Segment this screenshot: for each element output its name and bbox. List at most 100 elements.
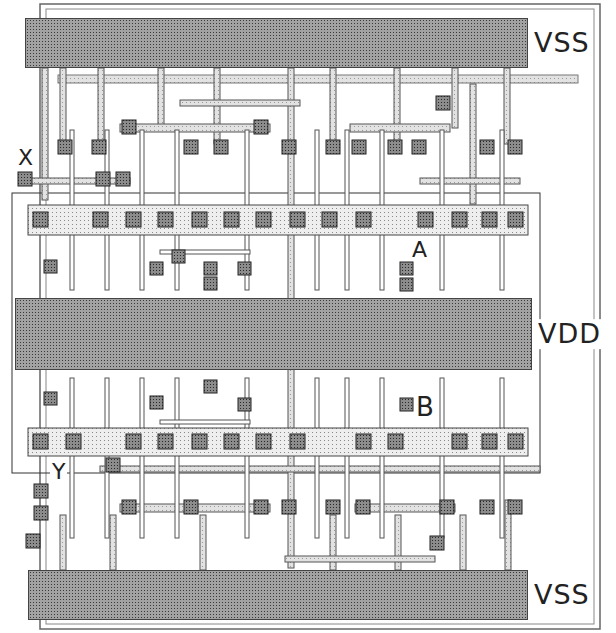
- contact: [400, 262, 413, 275]
- contact: [452, 434, 467, 449]
- contact: [66, 434, 81, 449]
- rail-name: VSS: [532, 28, 592, 58]
- metal-strap: [110, 515, 116, 570]
- metal-strap: [98, 68, 104, 144]
- contact: [356, 212, 371, 227]
- contact: [452, 212, 467, 227]
- contact: [224, 212, 239, 227]
- power-rail: VSS: [25, 18, 528, 68]
- contact: [480, 140, 494, 154]
- metal-strap: [504, 68, 510, 144]
- contact: [58, 140, 72, 154]
- metal-wire: [58, 75, 578, 83]
- contact: [44, 260, 57, 273]
- contact: [204, 262, 217, 275]
- contact: [508, 434, 523, 449]
- contact: [508, 212, 523, 227]
- poly-line: [140, 378, 144, 538]
- well-outline: [12, 193, 540, 473]
- contact: [18, 172, 32, 186]
- contact: [482, 434, 497, 449]
- contact: [254, 120, 268, 134]
- contact: [126, 212, 141, 227]
- metal-strap: [330, 68, 336, 144]
- contact: [508, 500, 522, 514]
- contact: [430, 536, 444, 550]
- contact: [122, 500, 136, 514]
- signal-name: Y: [50, 460, 67, 483]
- contact: [282, 500, 296, 514]
- metal-strap: [60, 68, 66, 144]
- contact: [106, 458, 120, 472]
- contact: [33, 212, 48, 227]
- contact: [412, 140, 426, 154]
- signal-name: A: [410, 238, 429, 261]
- contact: [34, 506, 48, 520]
- metal-wire: [180, 100, 300, 106]
- contact: [290, 434, 305, 449]
- contact: [96, 172, 110, 186]
- contact: [282, 140, 296, 154]
- contact: [192, 434, 207, 449]
- contact: [352, 140, 366, 154]
- poly-line: [500, 378, 504, 538]
- metal-strap: [460, 515, 466, 570]
- rail-name: VSS: [532, 580, 592, 610]
- frame-lines: [12, 4, 600, 629]
- contact: [158, 434, 173, 449]
- contact: [508, 140, 522, 154]
- metal-strap: [200, 515, 206, 570]
- poly-line: [160, 420, 250, 424]
- contact: [480, 500, 494, 514]
- contact: [290, 212, 305, 227]
- contact: [388, 140, 402, 154]
- contact: [214, 140, 228, 154]
- contact: [184, 140, 198, 154]
- poly-line: [345, 378, 349, 538]
- contact: [116, 172, 130, 186]
- poly-line: [70, 378, 74, 538]
- contact: [184, 500, 198, 514]
- contact: [256, 212, 271, 227]
- contact: [93, 212, 108, 227]
- contact: [418, 212, 433, 227]
- contact: [33, 434, 48, 449]
- contact: [122, 120, 136, 134]
- contact: [204, 380, 217, 393]
- diffusion-row: [28, 428, 528, 456]
- diffusion-row: [28, 205, 528, 235]
- contact: [158, 212, 173, 227]
- contact: [322, 212, 337, 227]
- contact: [254, 500, 268, 514]
- metal-strap: [394, 68, 400, 144]
- contact: [238, 398, 251, 411]
- contact: [482, 212, 497, 227]
- contact: [388, 434, 403, 449]
- contact: [92, 140, 106, 154]
- rail-name: VDD: [536, 319, 603, 349]
- contact: [400, 278, 413, 291]
- contact: [356, 500, 370, 514]
- contact: [172, 250, 185, 263]
- signal-name: X: [16, 146, 35, 169]
- power-rail: VSS: [28, 570, 528, 620]
- contact: [34, 484, 48, 498]
- metal-wire: [350, 124, 450, 132]
- metal-wire: [285, 556, 435, 562]
- metal-wire: [100, 466, 540, 472]
- contact: [150, 262, 163, 275]
- contact: [204, 277, 217, 290]
- contact: [326, 500, 340, 514]
- contact: [126, 434, 141, 449]
- contact: [400, 398, 413, 411]
- contact: [256, 434, 271, 449]
- contact: [436, 96, 450, 110]
- contact: [238, 262, 251, 275]
- contact: [26, 534, 40, 548]
- contact: [44, 392, 57, 405]
- metal-strap: [452, 68, 458, 128]
- contact: [224, 434, 239, 449]
- contact: [192, 212, 207, 227]
- metal-wire: [20, 178, 130, 184]
